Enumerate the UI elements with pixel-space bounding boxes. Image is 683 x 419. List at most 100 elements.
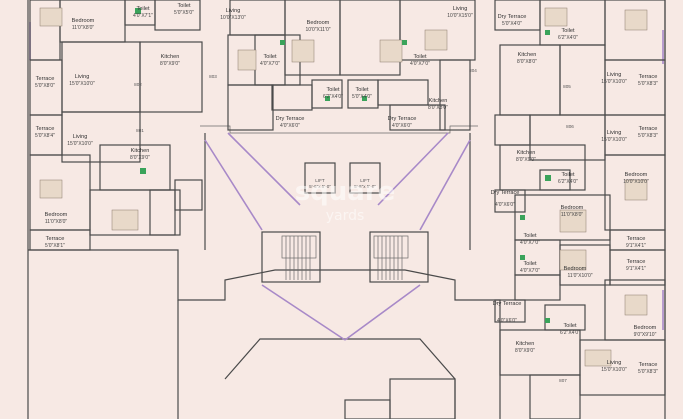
room-labels: Bedroom 11'0"X8'0" Toilet 4'0"X7'1" Toil… [35, 3, 658, 375]
room-dims-c6: 4'0"X6'0" [280, 123, 300, 129]
flat-number-802: 802 [134, 82, 142, 87]
sanitary-fixtures [135, 8, 551, 323]
room-name-r17: Terrace [627, 259, 646, 265]
room-dims-r21: 8'0"X9'0" [515, 348, 535, 354]
room-dims-r6: 5'0"X8'3" [638, 133, 658, 139]
room-name-c2: Living [453, 6, 468, 12]
room-dims-r3: 8'0"X8'0" [517, 59, 537, 65]
staircase-right [369, 231, 429, 283]
room-dims-r1: 5'0"X4'0" [502, 21, 522, 27]
room-dims-l1: 11'0"X8'0" [72, 25, 95, 31]
room-dims-r7: 15'0"X10'0" [601, 137, 627, 143]
room-name-l7: Kitchen [161, 54, 180, 60]
flat-numbers: 802 803 801 804 805 806 807 [134, 68, 574, 383]
room-name-r1: Dry Terrace [498, 14, 527, 20]
room-dims-r13: 4'0"X7'0" [520, 240, 540, 246]
room-name-c7: Toilet [355, 87, 369, 93]
room-name-l4: Living [226, 8, 241, 14]
room-name-r20: Bedroom [634, 325, 657, 331]
room-partitions [29, 0, 666, 419]
room-dims-r22: 15'0"X10'0" [601, 367, 627, 373]
room-name-r10: Toilet [561, 172, 575, 178]
room-name-r9: Bedroom [625, 172, 648, 178]
room-name-r11: Dry Terrace [491, 190, 520, 196]
room-dims-c3: 4'0"X7'0" [260, 61, 280, 67]
room-dims-l14: 5'0"X8'1" [45, 243, 65, 249]
room-name-r2: Toilet [561, 28, 575, 34]
room-name-r7: Living [607, 130, 622, 136]
room-dims-r12: 11'0"X8'0" [561, 212, 584, 218]
room-name-r4: Living [607, 72, 622, 78]
room-name-r14: Terrace [627, 236, 646, 242]
room-dims-r5: 5'0"X8'3" [638, 81, 658, 87]
room-dims-r18: 4'0"X6'0" [497, 318, 517, 324]
room-name-c9: Dry Terrace [388, 116, 417, 122]
flat-number-804: 804 [469, 68, 477, 73]
room-dims-c2: 10'0"X15'0" [447, 13, 473, 19]
room-name-l11: Living [73, 134, 88, 140]
room-dims-l4: 10'0"X13'0" [220, 15, 246, 21]
room-name-r22: Living [607, 360, 622, 366]
flat-number-801: 801 [136, 128, 144, 133]
room-dims-l8: 5'0"X8'0" [35, 83, 55, 89]
room-dims-c9: 4'0"X6'0" [392, 123, 412, 129]
room-name-l12: Kitchen [131, 148, 150, 154]
room-dims-r8: 8'0"X9'0" [516, 157, 536, 163]
room-dims-r16: 11'0"X10'0" [567, 273, 592, 279]
room-dims-l12: 8'0"X9'0" [130, 155, 150, 161]
watermark-line1: square [295, 177, 396, 207]
room-dims-c7: 5'0"X4'0" [352, 94, 372, 100]
room-name-c6: Dry Terrace [276, 116, 305, 122]
room-dims-l7: 8'0"X9'0" [160, 61, 180, 67]
room-dims-c1: 10'0"X11'0" [305, 27, 330, 33]
room-name-r23: Terrace [639, 362, 658, 368]
furniture [39, 7, 648, 367]
watermark-line2: yards [326, 208, 365, 224]
room-name-l10: Terrace [36, 126, 55, 132]
room-name-l13: Bedroom [45, 212, 68, 218]
room-name-c3: Toilet [263, 54, 277, 60]
lift-left-dims: 5'-6"x 5'-0" [309, 184, 331, 189]
room-dims-l11: 15'0"X10'0" [67, 141, 93, 147]
room-dims-l13: 11'0"X8'0" [45, 219, 68, 225]
room-dims-c4: 6'2"X4'0" [323, 94, 343, 100]
flat-number-807: 807 [559, 378, 567, 383]
room-dims-l3: 5'0"X5'0" [174, 10, 194, 16]
room-name-l9: Living [75, 74, 90, 80]
room-name-r8: Kitchen [517, 150, 536, 156]
room-dims-r10: 6'2"X4'0" [558, 179, 578, 185]
room-dims-r4: 15'0"X10'0" [601, 79, 627, 85]
room-name-r16: Bedroom [564, 266, 587, 272]
room-name-r18: Dry Terrace [493, 301, 522, 307]
lift-left-label: LIFT [315, 178, 325, 183]
room-name-l14: Terrace [46, 236, 65, 242]
room-dims-l10: 5'0"X8'4" [35, 133, 55, 139]
room-dims-c8: 4'0"X7'0" [410, 61, 430, 67]
room-dims-r19: 6'2"X4'0" [560, 330, 580, 336]
staircase-left [261, 231, 321, 283]
room-name-r12: Bedroom [561, 205, 584, 211]
room-dims-r17: 9'1"X4'1" [626, 266, 646, 272]
lift-right-dims: 5'-6"x 5'-0" [354, 184, 376, 189]
room-dims-r15: 4'0"X7'0" [520, 268, 540, 274]
room-name-c5: Kitchen [429, 98, 448, 104]
room-dims-r11: 4'0"X6'0" [495, 202, 515, 208]
room-dims-r20: 9'0"X9'10" [634, 332, 657, 338]
room-name-l2: Toilet [136, 6, 150, 12]
room-name-l3: Toilet [177, 3, 191, 9]
room-name-r6: Terrace [639, 126, 658, 132]
flat-number-803: 803 [209, 74, 217, 79]
room-name-r19: Toilet [563, 323, 577, 329]
room-name-r15: Toilet [523, 261, 537, 267]
room-name-r5: Terrace [639, 74, 658, 80]
room-name-r13: Toilet [523, 233, 537, 239]
room-dims-r2: 6'2"X4'0" [558, 35, 578, 41]
room-name-l8: Terrace [36, 76, 55, 82]
flat-number-805: 805 [563, 84, 571, 89]
lift-right: LIFT 5'-6"x 5'-0" [349, 162, 381, 194]
room-name-r3: Kitchen [518, 52, 537, 58]
room-dims-r14: 9'1"X4'1" [626, 243, 646, 249]
watermark: square yards [295, 177, 396, 224]
